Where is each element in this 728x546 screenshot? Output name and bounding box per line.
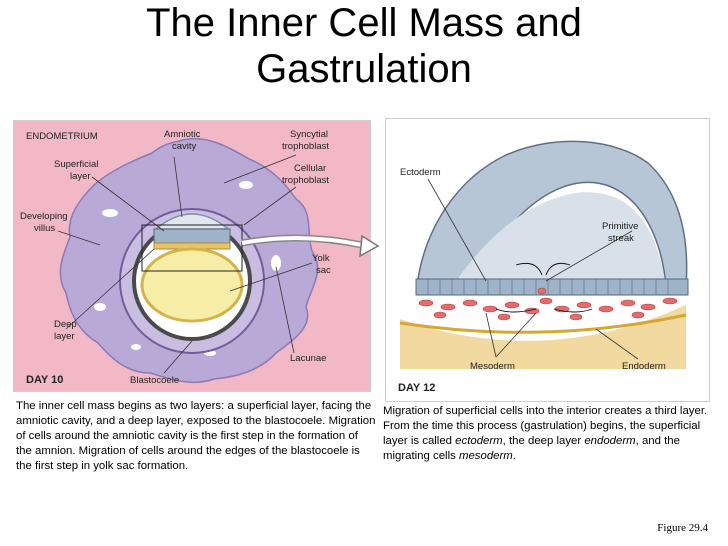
superficial-layer [153,228,231,244]
label-superficial-1: Superficial [54,159,98,170]
label-lacunae: Lacunae [290,353,326,364]
caption-part-4: . [512,450,516,462]
label-yolk-2: sac [316,265,331,276]
amniotic-cavity-day12 [456,192,666,287]
yolk-sac [140,247,244,323]
label-primitive-2: streak [608,233,634,244]
day12-diagram-panel: Ectoderm Primitive streak Mesoderm Endod… [385,118,710,402]
caption-term-mesoderm: mesoderm [458,450,513,462]
caption-part-1: Migration of superficial cells into the … [383,405,708,447]
label-primitive-1: Primitive [602,221,638,232]
label-deep-2: layer [54,331,75,342]
lacuna-4 [94,303,106,311]
ectoderm-cells [427,279,669,295]
endoderm-layer [399,313,687,334]
slide-title: The Inner Cell Mass and Gastrulation [0,0,728,92]
lacuna-1 [102,209,118,217]
day10-caption: The inner cell mass begins as two layers… [16,400,376,472]
caption-part-2: , the deep layer [502,435,585,447]
label-deep-1: Deep [54,319,77,330]
caption-term-endoderm: endoderm [584,435,636,447]
label-cellular-1: Cellular [294,163,326,174]
label-developing-1: Developing [20,211,68,222]
stage-day10: DAY 10 [26,374,63,386]
label-endometrium: ENDOMETRIUM [26,131,98,142]
label-syncytial-1: Syncytial [290,129,328,140]
inner-tissue [400,305,686,369]
label-amniotic-1: Amniotic [164,129,201,140]
leader-lines-left [57,154,313,374]
stage-day12: DAY 12 [398,382,435,394]
label-syncytial-2: trophoblast [282,141,329,152]
lacuna-6 [131,344,141,350]
migration-arrows [495,262,593,313]
label-mesoderm: Mesoderm [470,361,515,372]
lacuna-2 [239,181,253,189]
label-superficial-2: layer [70,171,91,182]
label-blastocoele: Blastocoele [130,375,179,386]
day12-diagram: Ectoderm Primitive streak Mesoderm Endod… [398,140,689,394]
label-amniotic-2: cavity [172,141,197,152]
caption-part-3: , and the migrating cells [383,435,680,462]
leader-lines-right [427,178,639,360]
title-line-2: Gastrulation [256,47,472,91]
label-ectoderm: Ectoderm [400,167,441,178]
label-yolk-1: Yolk [312,253,330,264]
label-cellular-2: trophoblast [282,175,329,186]
label-endoderm: Endoderm [622,361,666,372]
ectoderm-layer [415,278,689,296]
label-developing-2: villus [34,223,55,234]
day10-diagram-panel: ENDOMETRIUM Amniotic cavity Syncytial tr… [13,120,371,392]
figure-number: Figure 29.4 [657,522,708,534]
caption-term-ectoderm: ectoderm [455,435,503,447]
lacuna-3 [271,255,281,271]
day12-caption: Migration of superficial cells into the … [383,404,713,464]
title-line-1: The Inner Cell Mass and [146,1,582,45]
day10-diagram: ENDOMETRIUM Amniotic cavity Syncytial tr… [14,121,370,391]
